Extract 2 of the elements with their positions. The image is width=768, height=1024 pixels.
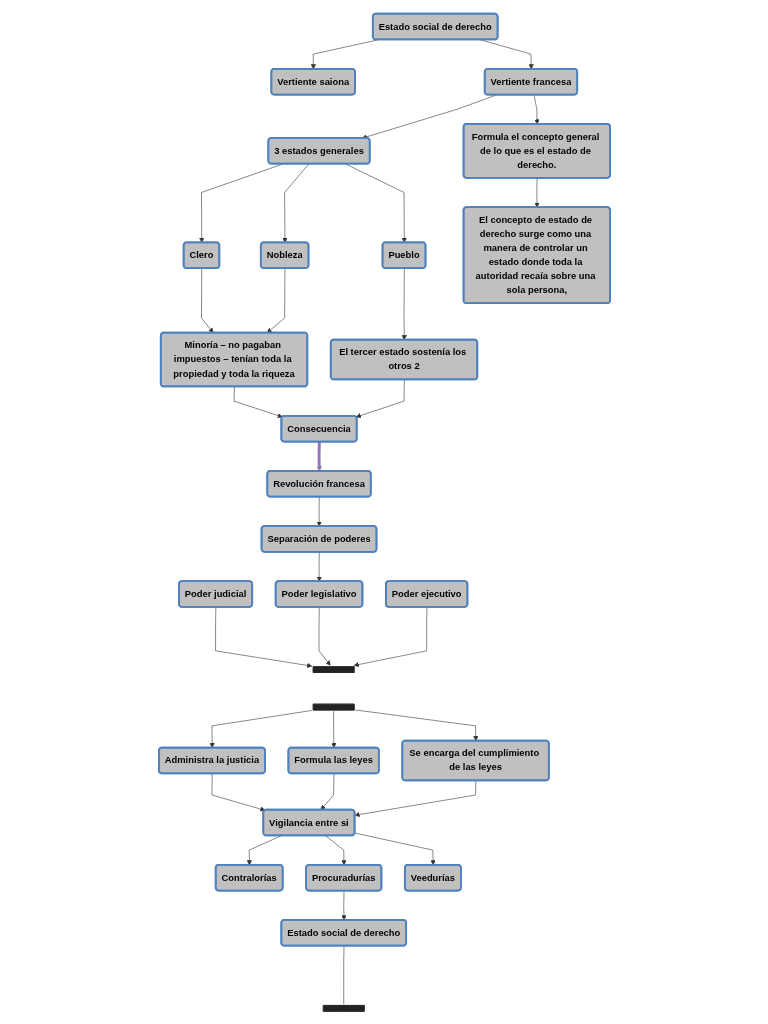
connector xyxy=(342,945,344,1005)
arrow xyxy=(316,441,322,471)
